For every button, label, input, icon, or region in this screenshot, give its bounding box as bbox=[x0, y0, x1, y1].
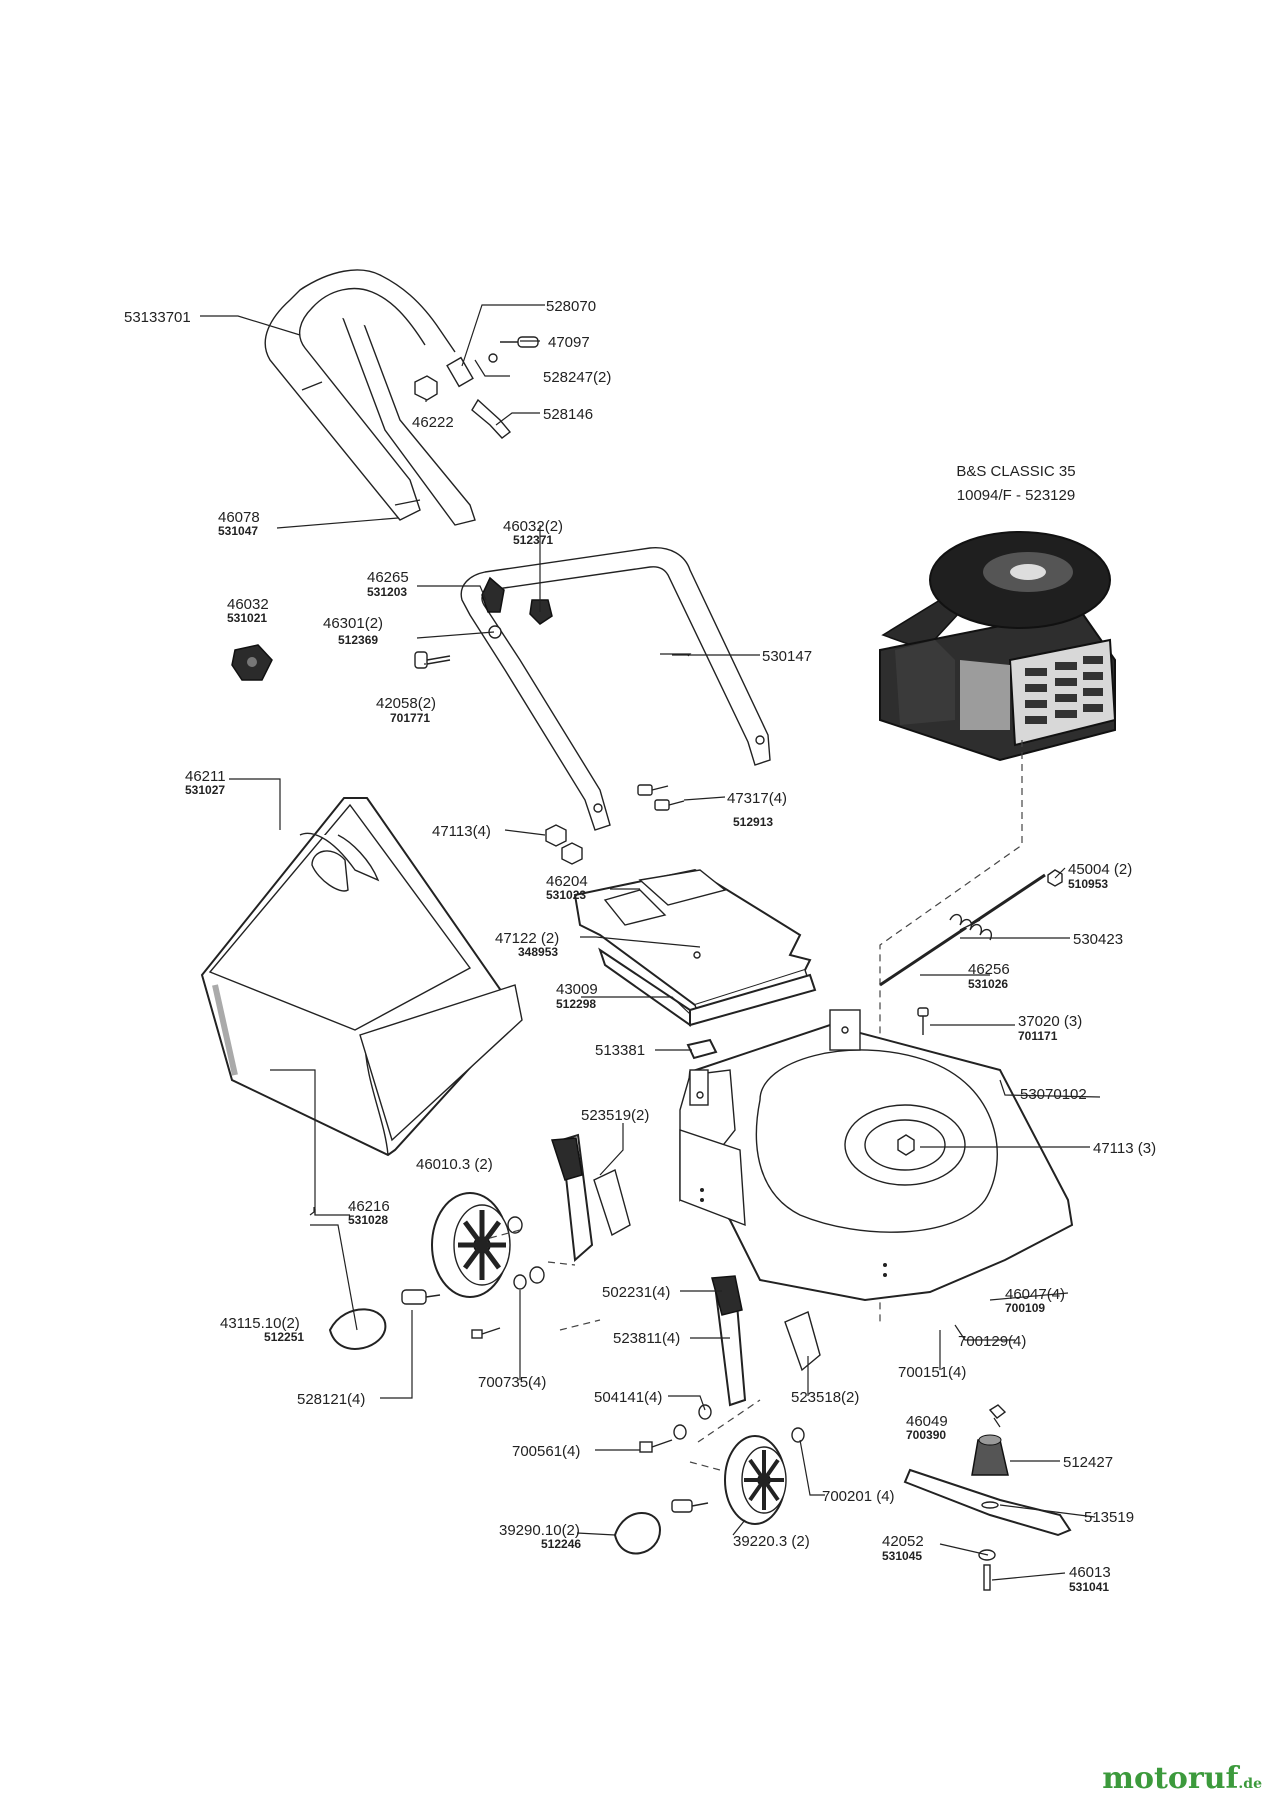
label-nut-47113-4: 47113(4) bbox=[432, 823, 491, 840]
adjuster-rear-drawing bbox=[550, 1133, 631, 1263]
label-washer-42052-sub: 531045 bbox=[882, 1549, 922, 1563]
label-cover-43009: 43009 bbox=[556, 981, 598, 998]
label-bag-46211: 46211 bbox=[185, 768, 226, 785]
label-spring-530423: 530423 bbox=[1073, 931, 1123, 948]
label-screw-700735: 700735(4) bbox=[478, 1374, 546, 1391]
label-lever-523811: 523811(4) bbox=[613, 1330, 680, 1347]
label-flap-46204-sub: 531023 bbox=[546, 888, 586, 902]
lower-handle-drawing bbox=[460, 547, 771, 831]
label-deck: 53070102 bbox=[1020, 1086, 1087, 1103]
label-handle-upper: 53133701 bbox=[124, 309, 191, 326]
deck-drawing bbox=[679, 1009, 1074, 1302]
bolt-42058-drawing bbox=[414, 651, 451, 669]
label-washer-528247: 528247(2) bbox=[543, 369, 611, 386]
label-screw-47122: 47122 (2) bbox=[495, 930, 559, 947]
label-frame-46216: 46216 bbox=[348, 1198, 390, 1215]
label-bolt-46013-sub: 531041 bbox=[1069, 1580, 1109, 1594]
rear-wheel-drawing bbox=[613, 1427, 805, 1555]
label-clamp-528070: 528070 bbox=[546, 298, 596, 315]
label-knob-46032-2-sub: 512371 bbox=[513, 533, 553, 547]
label-axle-528121: 528121(4) bbox=[297, 1391, 365, 1408]
cover-43009-drawing bbox=[598, 947, 817, 1027]
label-clip-46265: 46265 bbox=[367, 569, 409, 586]
label-screw-700561: 700561(4) bbox=[512, 1443, 580, 1460]
screws-nuts-drawing bbox=[545, 784, 685, 865]
label-washer-700201: 700201 (4) bbox=[822, 1488, 895, 1505]
label-clip-46265-sub: 531203 bbox=[367, 585, 407, 599]
bracket-513381-drawing bbox=[686, 1038, 718, 1060]
label-handle-lower: 530147 bbox=[762, 648, 812, 665]
label-cap-43115-sub: 512251 bbox=[264, 1330, 304, 1344]
label-bolt-37020: 37020 (3) bbox=[1018, 1013, 1082, 1030]
label-washer-46301-sub: 512369 bbox=[338, 633, 378, 647]
label-blade-513519: 513519 bbox=[1084, 1509, 1134, 1526]
label-bag-46211-sub: 531027 bbox=[185, 783, 225, 797]
label-rod-46256: 46256 bbox=[968, 961, 1010, 978]
label-bracket-513381: 513381 bbox=[595, 1042, 645, 1059]
label-wheel-39220: 39220.3 (2) bbox=[733, 1533, 810, 1550]
label-rod-45004: 45004 (2) bbox=[1068, 861, 1132, 878]
label-rod-46256-sub: 531026 bbox=[968, 977, 1008, 991]
label-wheel-46010: 46010.3 (2) bbox=[416, 1156, 493, 1173]
watermark-suffix: .de bbox=[1238, 1776, 1262, 1792]
label-frame-46216-sub: 531028 bbox=[348, 1213, 388, 1227]
label-key-46049: 46049 bbox=[906, 1413, 948, 1430]
label-screw-47097: 47097 bbox=[548, 334, 590, 351]
watermark-main: motoruf bbox=[1102, 1761, 1240, 1796]
label-nut-46222: 46222 bbox=[412, 414, 454, 431]
label-knob-46032-2: 46032(2) bbox=[503, 518, 563, 535]
label-part-46078: 46078 bbox=[218, 509, 260, 526]
upper-handle-drawing bbox=[264, 269, 476, 526]
grass-bag-drawing bbox=[200, 797, 523, 1157]
bolt-37020-drawing bbox=[917, 1007, 929, 1035]
label-bolt-42058: 42058(2) bbox=[376, 695, 436, 712]
clamp-cable-drawing bbox=[414, 336, 539, 439]
label-adapter-512427: 512427 bbox=[1063, 1454, 1113, 1471]
label-cap-39290: 39290.10(2) bbox=[499, 1522, 580, 1539]
engine-drawing bbox=[879, 531, 1117, 762]
label-washer-504141: 504141(4) bbox=[594, 1389, 662, 1406]
watermark-logo: motoruf.de bbox=[1102, 1761, 1262, 1796]
label-bolt-46013: 46013 bbox=[1069, 1564, 1111, 1581]
label-washer-700151: 700151(4) bbox=[898, 1364, 966, 1381]
label-washer-46301: 46301(2) bbox=[323, 615, 383, 632]
label-lever-502231: 502231(4) bbox=[602, 1284, 670, 1301]
label-part-46078-sub: 531047 bbox=[218, 524, 258, 538]
label-bolt-42058-sub: 701771 bbox=[390, 711, 430, 725]
front-wheel-drawing bbox=[431, 1192, 511, 1298]
blade-assembly-drawing bbox=[903, 1404, 1072, 1591]
label-nut-46047-sub: 700109 bbox=[1005, 1301, 1045, 1315]
label-washer-700129: 700129(4) bbox=[958, 1333, 1026, 1350]
label-bolt-37020-sub: 701171 bbox=[1018, 1029, 1058, 1043]
label-washer-42052: 42052 bbox=[882, 1533, 924, 1550]
label-cap-43115: 43115.10(2) bbox=[220, 1315, 300, 1332]
leader-lines bbox=[200, 304, 1101, 1581]
label-adjuster-523519: 523519(2) bbox=[581, 1107, 649, 1124]
adjuster-front-drawing bbox=[639, 1275, 821, 1453]
label-knob-46032: 46032 bbox=[227, 596, 269, 613]
label-cap-39290-sub: 512246 bbox=[541, 1537, 581, 1551]
label-key-46049-sub: 700390 bbox=[906, 1428, 946, 1442]
front-axle-cap-drawing bbox=[328, 1289, 441, 1350]
label-screw-47317: 47317(4) bbox=[727, 790, 787, 807]
loose-knob-drawing bbox=[231, 644, 273, 681]
label-nut-47113-3: 47113 (3) bbox=[1093, 1140, 1156, 1157]
front-washers-drawing bbox=[471, 1216, 545, 1339]
label-flap-46204: 46204 bbox=[546, 873, 588, 890]
label-cable-528146: 528146 bbox=[543, 406, 593, 423]
label-screw-47317-sub: 512913 bbox=[733, 815, 773, 829]
label-screw-47122-sub: 348953 bbox=[518, 945, 558, 959]
label-cover-43009-sub: 512298 bbox=[556, 997, 596, 1011]
engine-model-line2: 10094/F - 523129 bbox=[957, 487, 1075, 504]
engine-model-line1: B&S CLASSIC 35 bbox=[956, 463, 1075, 480]
label-knob-46032-sub: 531021 bbox=[227, 611, 267, 625]
label-bracket-523518: 523518(2) bbox=[791, 1389, 859, 1406]
label-rod-45004-sub: 510953 bbox=[1068, 877, 1108, 891]
label-nut-46047: 46047(4) bbox=[1005, 1286, 1065, 1303]
